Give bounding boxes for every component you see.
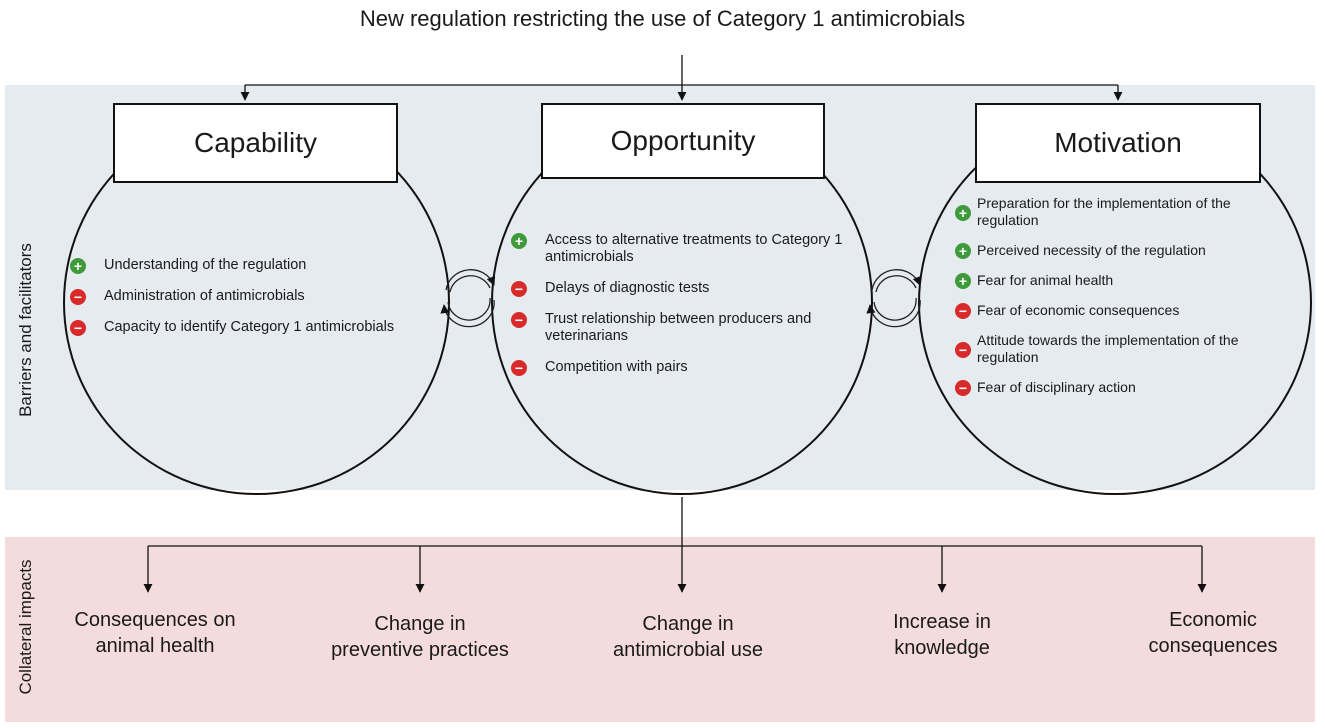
motivation-title: Motivation	[1054, 127, 1182, 158]
opportunity-title: Opportunity	[610, 125, 756, 156]
capability-items: + Understanding of the regulation − Admi…	[70, 257, 450, 350]
plus-icon: +	[955, 273, 971, 289]
minus-icon: −	[955, 342, 971, 358]
diagram-title: New regulation restricting the use of Ca…	[359, 6, 966, 31]
list-item: + Preparation for the implementation of …	[955, 195, 1265, 229]
plus-icon: +	[511, 233, 527, 249]
plus-icon: +	[70, 258, 86, 274]
minus-icon: −	[70, 320, 86, 336]
capability-title: Capability	[194, 127, 317, 158]
list-item: − Competition with pairs	[511, 359, 861, 376]
opportunity-items: + Access to alternative treatments to Ca…	[511, 232, 861, 390]
list-item: + Fear for animal health	[955, 272, 1265, 289]
list-item: + Access to alternative treatments to Ca…	[511, 232, 861, 266]
cycle-arrows-right-icon	[866, 269, 922, 328]
impacts-band	[5, 537, 1315, 722]
list-item: − Capacity to identify Category 1 antimi…	[70, 319, 450, 336]
impact-antimicrobial-use: Change in antimicrobial use	[612, 613, 764, 661]
minus-icon: −	[70, 289, 86, 305]
motivation-title-box: Motivation	[975, 103, 1261, 183]
list-item: + Understanding of the regulation	[70, 257, 450, 274]
list-item: − Fear of disciplinary action	[955, 379, 1265, 396]
impact-knowledge: Increase in knowledge	[893, 611, 991, 659]
impact-preventive-practices: Change in preventive practices	[331, 613, 509, 661]
minus-icon: −	[511, 312, 527, 328]
list-item: + Perceived necessity of the regulation	[955, 242, 1265, 259]
impact-economic: Economic consequences	[1148, 609, 1278, 657]
motivation-items: + Preparation for the implementation of …	[955, 195, 1265, 396]
impact-animal-health: Consequences on animal health	[74, 609, 236, 657]
plus-icon: +	[955, 243, 971, 259]
list-item: − Attitude towards the implementation of…	[955, 332, 1265, 366]
minus-icon: −	[955, 303, 971, 319]
list-item: − Fear of economic consequences	[955, 302, 1265, 319]
minus-icon: −	[511, 281, 527, 297]
list-item: − Delays of diagnostic tests	[511, 280, 861, 297]
capability-title-box: Capability	[113, 103, 398, 183]
plus-icon: +	[955, 205, 971, 221]
cycle-arrows-left-icon	[440, 269, 496, 328]
opportunity-title-box: Opportunity	[541, 103, 825, 179]
list-item: − Trust relationship between producers a…	[511, 311, 861, 345]
minus-icon: −	[955, 380, 971, 396]
minus-icon: −	[511, 360, 527, 376]
list-item: − Administration of antimicrobials	[70, 288, 450, 305]
